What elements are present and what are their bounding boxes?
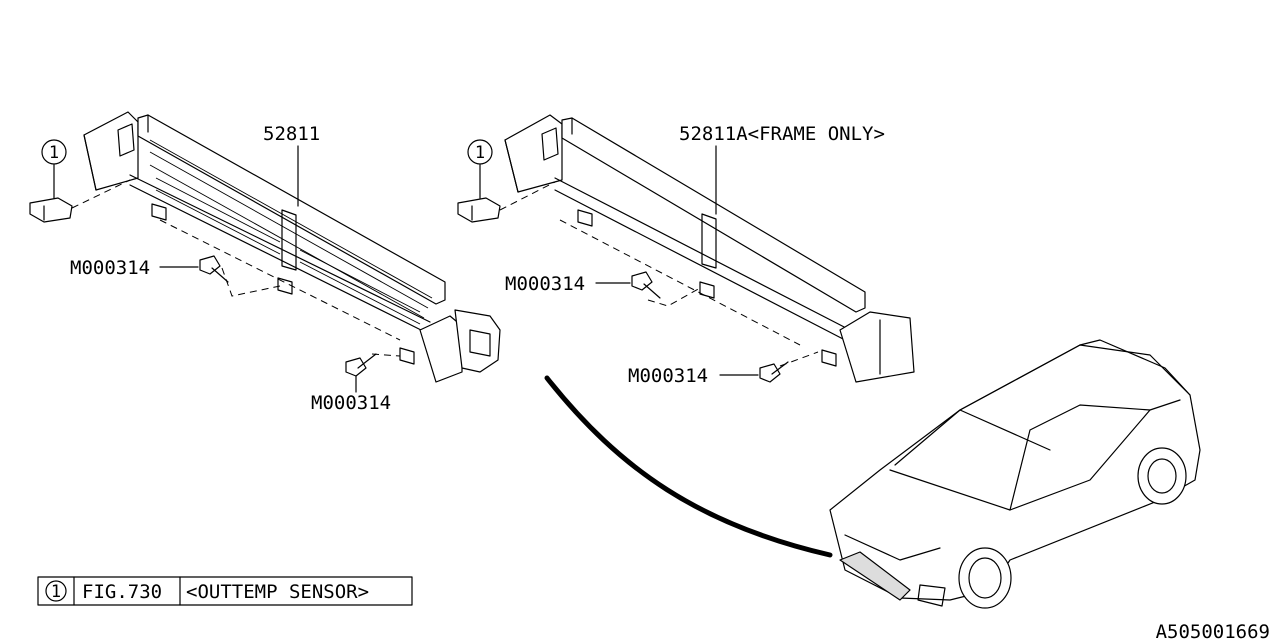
callout-sensor-right: 1 — [467, 139, 493, 165]
diagram-code: A505001669 — [1156, 621, 1270, 640]
part-label-bolt-right-lower: M000314 — [628, 365, 708, 387]
grille-frame-right — [457, 114, 915, 383]
part-label-52811: 52811 — [263, 123, 320, 145]
callout-number: 1 — [49, 143, 59, 163]
part-label-bolt-right-upper: M000314 — [505, 273, 585, 295]
vehicle-illustration — [544, 339, 1201, 609]
part-label-bolt-left-upper: M000314 — [70, 257, 150, 279]
part-label-52811a: 52811A<FRAME ONLY> — [679, 123, 885, 145]
callout-sensor-left: 1 — [41, 139, 67, 165]
callout-number: 1 — [475, 143, 485, 163]
part-label-bolt-left-lower: M000314 — [311, 392, 391, 414]
legend-figure: FIG.730 — [82, 581, 162, 603]
legend-table: 1 FIG.730 <OUTTEMP SENSOR> — [37, 576, 413, 606]
legend-description: <OUTTEMP SENSOR> — [186, 581, 369, 603]
grille-assembly-left — [29, 111, 501, 393]
legend-number: 1 — [51, 582, 61, 602]
